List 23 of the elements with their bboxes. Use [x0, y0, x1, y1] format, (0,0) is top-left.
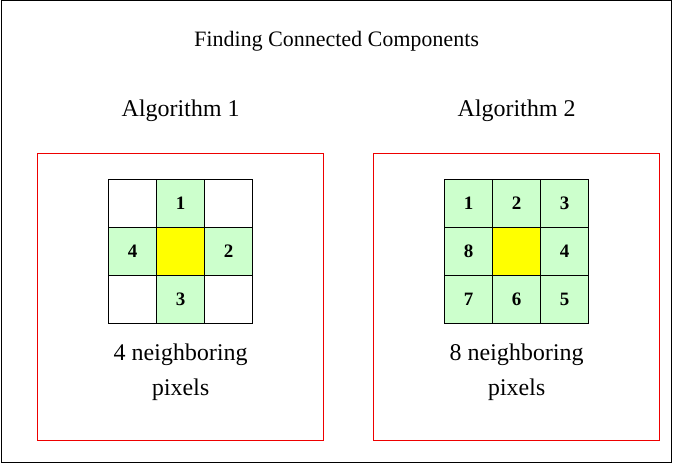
neighbor-pixel: 5: [540, 275, 589, 324]
pixel-cell: [108, 275, 157, 324]
panel-caption: 4 neighboring pixels: [112, 339, 248, 403]
neighbor-pixel: 2: [492, 179, 541, 228]
diagram-title: Finding Connected Components: [193, 26, 480, 52]
pixel-cell: [204, 179, 253, 228]
neighbor-pixel: 1: [156, 179, 205, 228]
center-pixel: [156, 227, 205, 276]
center-pixel: [492, 227, 541, 276]
neighbor-pixel: 4: [108, 227, 157, 276]
panel-heading: Algorithm 2: [456, 96, 576, 123]
panel-caption: 8 neighboring pixels: [448, 339, 584, 403]
neighbor-pixel: 3: [540, 179, 589, 228]
neighbor-pixel: 2: [204, 227, 253, 276]
neighbor-pixel: 1: [444, 179, 493, 228]
neighbor-pixel: 6: [492, 275, 541, 324]
pixel-cell: [204, 275, 253, 324]
neighbor-pixel: 8: [444, 227, 493, 276]
panel-heading: Algorithm 1: [120, 96, 240, 123]
neighbor-pixel: 3: [156, 275, 205, 324]
pixel-cell: [108, 179, 157, 228]
neighbor-pixel: 4: [540, 227, 589, 276]
neighbor-pixel: 7: [444, 275, 493, 324]
